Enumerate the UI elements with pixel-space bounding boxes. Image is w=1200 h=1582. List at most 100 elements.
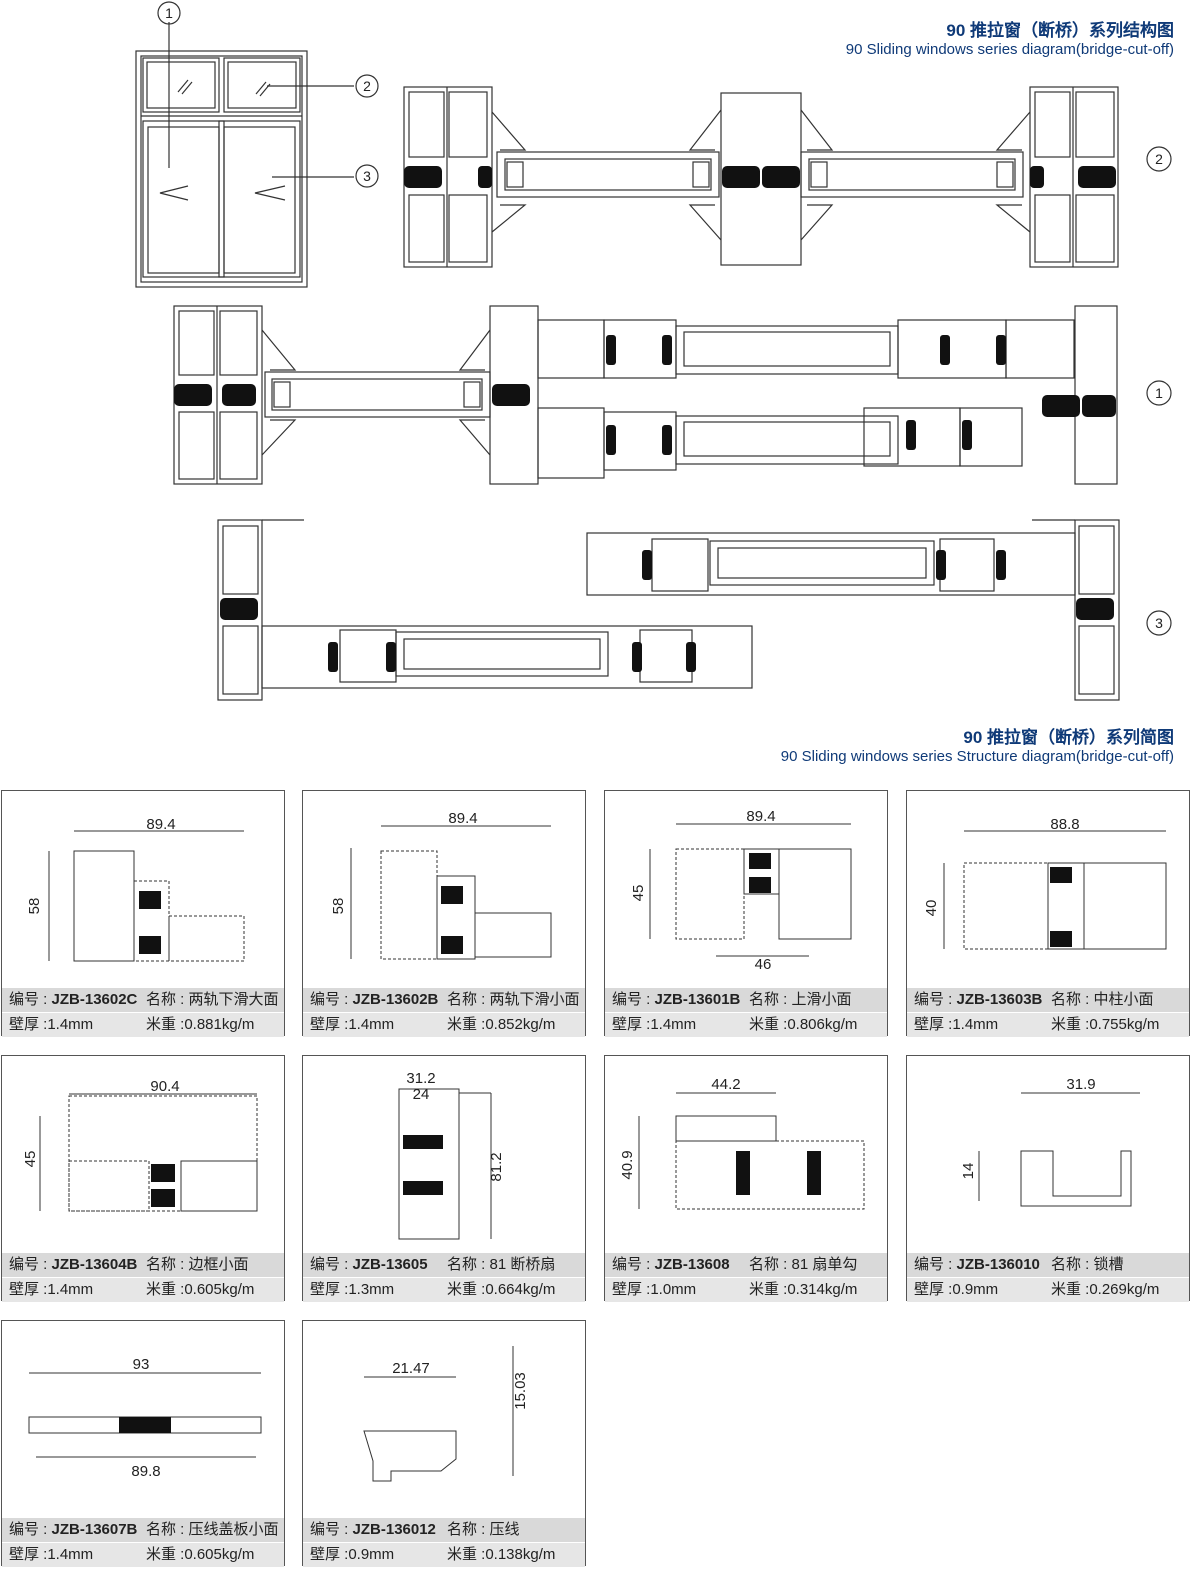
simple-title-en: 90 Sliding windows series Structure diag…: [780, 748, 1174, 766]
profile-wall-thickness: 壁厚 :1.4mm: [9, 1016, 94, 1033]
profile-card: 89.4 45 46 编号 : JZB-13601B 名称 : 上滑小面壁厚 :1.4m…: [604, 790, 888, 1037]
callout-3-right: [1146, 610, 1172, 636]
profile-card: 21.47 15.03 编号 : JZB-136012 名称 : 压线壁厚 :0.9m…: [302, 1320, 586, 1567]
profile-name: 名称 : 上滑小面: [749, 991, 852, 1008]
dimension-label: 14: [960, 1163, 977, 1180]
structure-title-zh: 90 推拉窗（断桥）系列结构图: [946, 21, 1174, 40]
profile-wall-thickness: 壁厚 :0.9mm: [914, 1281, 999, 1298]
profile-name: 名称 : 锁槽: [1051, 1256, 1124, 1273]
profile-code: 编号 : JZB-13602C: [9, 991, 138, 1008]
structure-diagram: 1 2 3 2 1 3: [135, 1, 1172, 701]
callout-1-right: [1146, 380, 1172, 406]
profile-wall-thickness: 壁厚 :0.9mm: [310, 1546, 395, 1563]
dimension-label: 89.4: [746, 808, 775, 825]
profile-drawing: 31.224 81.2: [398, 1070, 505, 1240]
dimension-label: 89.4: [448, 810, 477, 827]
profile-wall-thickness: 壁厚 :1.4mm: [310, 1016, 395, 1033]
profile-drawing: 88.8 40: [923, 816, 1167, 950]
profile-weight: 米重 :0.806kg/m: [749, 1016, 858, 1033]
profile-name: 名称 : 边框小面: [146, 1256, 249, 1273]
profile-wall-thickness: 壁厚 :1.3mm: [310, 1281, 395, 1298]
dimension-label: 58: [330, 898, 347, 915]
dimension-label: 88.8: [1050, 816, 1079, 833]
profile-drawing: 89.4 58: [330, 810, 552, 960]
profile-name: 名称 : 压线: [447, 1521, 520, 1538]
profile-code: 编号 : JZB-136010: [914, 1256, 1040, 1273]
callout-1-top-label: 1: [165, 5, 173, 21]
profile-card: 31.9 14 编号 : JZB-136010 名称 : 锁槽壁厚 :0.9mm 米重 …: [906, 1055, 1190, 1302]
profile-info: 编号 : JZB-136012 名称 : 压线壁厚 :0.9mm 米重 :0.138…: [303, 1517, 585, 1567]
profile-card: 89.4 58 编号 : JZB-13602C 名称 : 两轨下滑大面壁厚 :1.4m…: [1, 790, 285, 1037]
profile-info: 编号 : JZB-13602C 名称 : 两轨下滑大面壁厚 :1.4mm 米重 :0…: [2, 987, 284, 1037]
profile-drawing: 21.47 15.03: [363, 1346, 529, 1482]
dimension-label: 45: [630, 885, 647, 902]
callout-3-right-label: 3: [1155, 615, 1163, 631]
profile-weight: 米重 :0.881kg/m: [146, 1016, 255, 1033]
profile-weight: 米重 :0.605kg/m: [146, 1546, 255, 1563]
profile-weight: 米重 :0.664kg/m: [447, 1281, 556, 1298]
profile-info: 编号 : JZB-136010 名称 : 锁槽壁厚 :0.9mm 米重 :0.269…: [907, 1252, 1189, 1302]
callout-3-left: [355, 164, 379, 188]
dimension-label: 21.47: [392, 1360, 430, 1377]
profile-name: 名称 : 两轨下滑小面: [447, 991, 580, 1008]
structure-title-en: 90 Sliding windows series diagram(bridge…: [845, 41, 1174, 59]
dimension-label: 89.4: [146, 816, 175, 833]
profile-wall-thickness: 壁厚 :1.4mm: [9, 1546, 94, 1563]
dimension-label: 81.2: [488, 1152, 505, 1181]
simple-title-block: 90 推拉窗（断桥）系列简图 90 Sliding windows series…: [781, 727, 1174, 767]
callout-2-right-label: 2: [1155, 151, 1163, 167]
callout-2-left: [355, 74, 379, 98]
profile-code: 编号 : JZB-13608: [612, 1256, 730, 1273]
profile-wall-thickness: 壁厚 :1.4mm: [612, 1016, 697, 1033]
callout-1-right-label: 1: [1155, 385, 1163, 401]
profile-drawing: 90.445: [22, 1078, 258, 1212]
profile-code: 编号 : JZB-13603B: [914, 991, 1043, 1008]
profile-name: 名称 : 81 扇单勾: [749, 1256, 858, 1273]
profile-weight: 米重 :0.138kg/m: [447, 1546, 556, 1563]
dimension-label: 93: [133, 1356, 150, 1373]
profile-code: 编号 : JZB-136012: [310, 1521, 436, 1538]
profile-drawing: 44.240.9: [619, 1076, 865, 1210]
profile-weight: 米重 :0.852kg/m: [447, 1016, 556, 1033]
dimension-label: 58: [26, 898, 43, 915]
window-elevation: [135, 22, 354, 288]
callout-2-right: [1146, 146, 1172, 172]
dimension-label: 46: [755, 956, 772, 973]
profile-info: 编号 : JZB-13601B 名称 : 上滑小面壁厚 :1.4mm 米重 :0.8…: [605, 987, 887, 1037]
dimension-label: 89.8: [131, 1463, 160, 1480]
profile-drawing: 31.9 14: [960, 1076, 1140, 1207]
profile-weight: 米重 :0.314kg/m: [749, 1281, 858, 1298]
profile-name: 名称 : 中柱小面: [1051, 991, 1154, 1008]
profile-name: 名称 : 两轨下滑大面: [146, 991, 279, 1008]
profile-weight: 米重 :0.269kg/m: [1051, 1281, 1160, 1298]
dimension-label: 24: [413, 1086, 430, 1103]
profile-name: 名称 : 81 断桥扇: [447, 1256, 556, 1273]
callout-2-left-label: 2: [363, 78, 371, 94]
section-mullion: [173, 305, 1118, 485]
profile-drawing: 89.4 45 46: [630, 808, 852, 973]
dimension-label: 31.9: [1066, 1076, 1095, 1093]
dimension-label: 90.4: [150, 1078, 179, 1095]
dimension-label: 15.03: [512, 1372, 529, 1410]
section-side-frame: [217, 519, 1120, 701]
profile-code: 编号 : JZB-13601B: [612, 991, 741, 1008]
profile-code: 编号 : JZB-13604B: [9, 1256, 138, 1273]
section-fixed-transom: [403, 86, 1119, 268]
profile-wall-thickness: 壁厚 :1.4mm: [914, 1016, 999, 1033]
profile-drawing: 93 89.8: [28, 1356, 262, 1480]
dimension-label: 40: [923, 900, 940, 917]
callout-1-top: [157, 1, 181, 25]
dimension-label: 31.2: [406, 1070, 435, 1087]
